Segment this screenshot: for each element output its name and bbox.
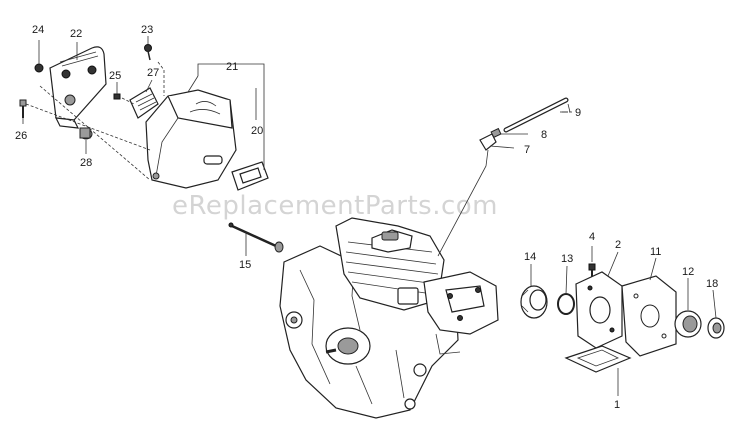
gasket-part-20 xyxy=(231,161,269,191)
callout-11: 11 xyxy=(650,246,661,258)
callout-23: 23 xyxy=(141,24,153,36)
intake-boot-part-14 xyxy=(520,285,548,319)
callout-21: 21 xyxy=(226,61,238,73)
bolt-part-15 xyxy=(228,222,284,253)
callout-1: 1 xyxy=(614,399,620,411)
fitting-part-7 xyxy=(479,133,497,151)
callout-12: 12 xyxy=(682,266,694,278)
bolt-part-24 xyxy=(34,63,44,73)
callout-20: 20 xyxy=(251,125,263,137)
callout-14: 14 xyxy=(524,251,536,263)
fuel-hose-part-9 xyxy=(503,97,569,133)
spacer-part-28 xyxy=(79,127,93,140)
callout-7: 7 xyxy=(524,144,530,156)
muffler-part-21 xyxy=(145,89,237,189)
callout-28: 28 xyxy=(80,157,92,169)
screw-part-23 xyxy=(144,44,152,61)
callout-9: 9 xyxy=(575,107,581,119)
watermark-text: eReplacementParts.com xyxy=(172,191,498,221)
callout-26: 26 xyxy=(15,130,27,142)
engine-intake-block xyxy=(423,271,499,355)
callout-4: 4 xyxy=(589,231,595,243)
callout-15: 15 xyxy=(239,259,251,271)
callout-18: 18 xyxy=(706,278,718,290)
gasket-part-11 xyxy=(621,275,677,357)
bolt-part-26 xyxy=(19,99,27,118)
gasket-part-1 xyxy=(564,345,632,373)
ring-part-18 xyxy=(707,317,725,339)
muffler-plate-part-22 xyxy=(49,46,107,129)
adapter-flange-part-2 xyxy=(575,271,623,349)
callout-8: 8 xyxy=(541,129,547,141)
callout-24: 24 xyxy=(32,24,44,36)
callout-2: 2 xyxy=(615,239,621,251)
leader-lines xyxy=(22,36,717,396)
screw-part-25 xyxy=(113,93,121,100)
shield-part-27 xyxy=(129,87,159,119)
callout-13: 13 xyxy=(561,253,573,265)
callout-25: 25 xyxy=(109,70,121,82)
callout-22: 22 xyxy=(70,28,82,40)
spacer-part-12 xyxy=(674,310,702,338)
callout-labels: 24 22 23 21 27 25 20 26 28 15 9 8 7 4 14… xyxy=(15,24,718,411)
oring-part-13 xyxy=(557,293,575,315)
callout-27: 27 xyxy=(147,67,159,79)
